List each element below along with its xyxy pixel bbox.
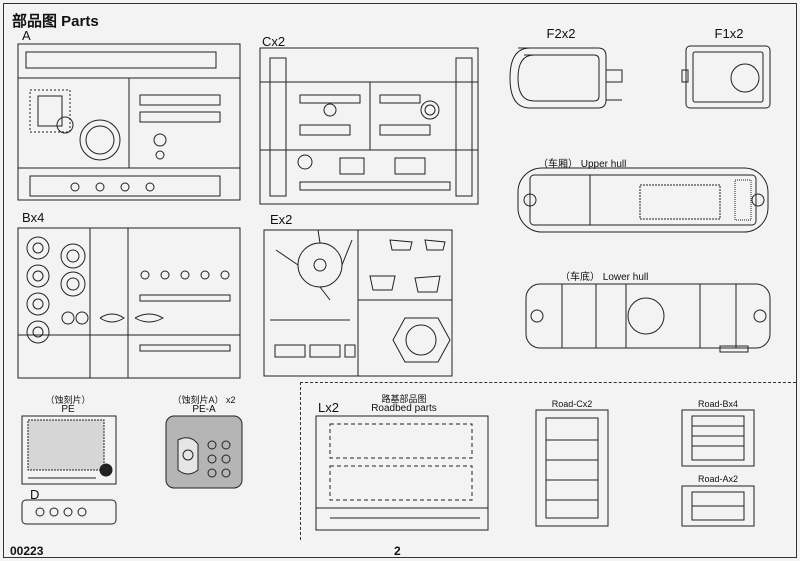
- section-divider-horizontal: [300, 382, 796, 383]
- section-divider-vertical: [300, 382, 301, 540]
- lower-hull-label: （车底） Lower hull: [560, 272, 649, 283]
- sprue-e: [263, 229, 453, 377]
- roadbed-label: Roadbed parts: [371, 403, 437, 414]
- road-c-label: Road-Cx2: [551, 399, 593, 409]
- sprue-label-c: Cx2: [262, 34, 286, 49]
- sprue-label-l: Lx2: [318, 400, 339, 415]
- roadbed-label-cn: 路基部品图: [381, 394, 427, 404]
- part-label-f2: F2x2: [546, 26, 576, 41]
- lower-hull: [525, 283, 771, 353]
- road-a-part: [681, 485, 755, 527]
- sprue-l: [315, 415, 489, 531]
- sprue-label-d: D: [30, 487, 40, 502]
- sprue-label-e: Ex2: [270, 212, 293, 227]
- page-number: 2: [394, 544, 401, 558]
- upper-hull: [517, 167, 769, 233]
- sprue-b: [17, 227, 241, 379]
- sprue-d: [21, 499, 117, 525]
- pe-label-cn: （蚀刻片）: [45, 395, 91, 405]
- page-title: 部品图 Parts: [12, 13, 99, 30]
- road-b-part: [681, 409, 755, 467]
- sprue-c: [259, 47, 479, 205]
- road-c-part: [535, 409, 609, 527]
- pe-a-label: PE-A: [192, 404, 216, 415]
- road-b-label: Road-Bx4: [697, 399, 739, 409]
- part-f2: [509, 47, 623, 109]
- upper-hull-label: （车厢） Upper hull: [538, 159, 627, 170]
- page-frame: [3, 3, 797, 558]
- pe-fret: [21, 415, 117, 485]
- sprue-label-a: A: [22, 28, 31, 43]
- pe-label: PE: [61, 404, 75, 415]
- page-code: 00223: [10, 544, 44, 558]
- pe-a-label-cn: （蚀刻片A） x2: [172, 395, 236, 405]
- part-f1: [681, 45, 771, 109]
- pe-a-fret: [165, 415, 243, 489]
- part-label-f1: F1x2: [714, 26, 744, 41]
- sprue-a: [17, 43, 241, 201]
- road-a-label: Road-Ax2: [697, 474, 739, 484]
- sprue-label-b: Bx4: [22, 210, 45, 225]
